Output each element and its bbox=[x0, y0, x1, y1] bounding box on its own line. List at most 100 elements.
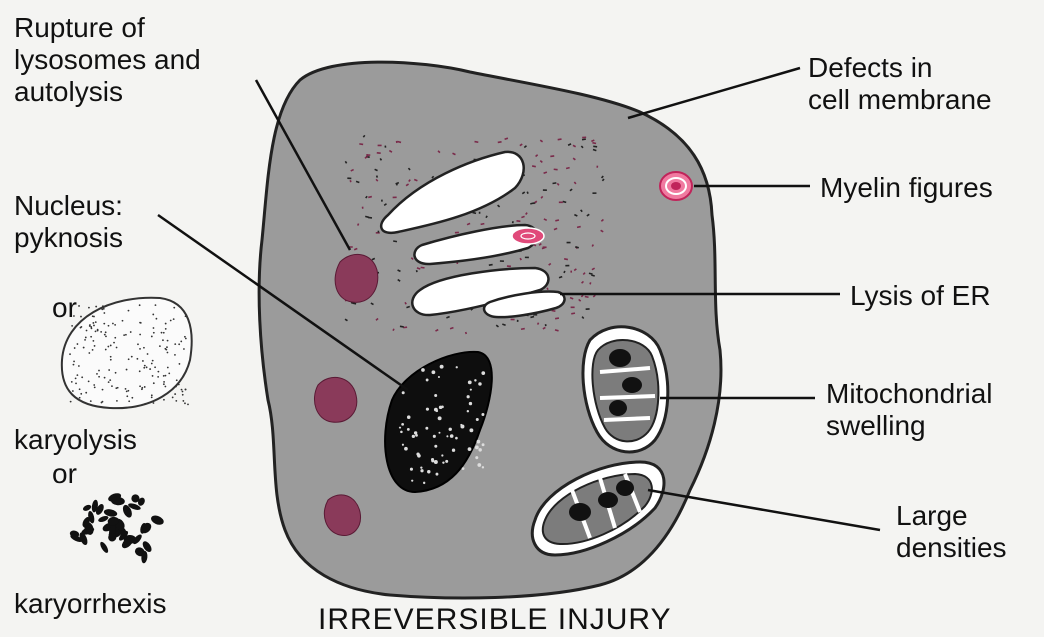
nucleus-dot bbox=[432, 370, 436, 374]
speckle bbox=[489, 265, 493, 266]
stipple-dot bbox=[173, 307, 175, 309]
stipple-dot bbox=[91, 327, 93, 329]
label-rupture: Rupture of lysosomes and autolysis bbox=[14, 12, 201, 108]
label-mito: Mitochondrial swelling bbox=[826, 378, 993, 442]
label-rupture-line3: autolysis bbox=[14, 76, 201, 108]
stipple-dot bbox=[144, 365, 146, 367]
speckle bbox=[590, 282, 591, 284]
stipple-dot bbox=[113, 342, 115, 344]
stipple-dot bbox=[146, 366, 148, 368]
stipple-dot bbox=[105, 349, 107, 351]
stipple-dot bbox=[128, 400, 130, 402]
stipple-dot bbox=[159, 345, 161, 347]
nucleus-dot bbox=[411, 480, 413, 482]
stipple-dot bbox=[167, 340, 169, 342]
stipple-dot bbox=[97, 329, 99, 331]
membrane-myelin-figure bbox=[660, 172, 692, 200]
label-nucleus-line1: Nucleus: bbox=[14, 190, 123, 222]
stipple-dot bbox=[181, 389, 183, 391]
nucleus-dot bbox=[415, 434, 418, 437]
stipple-dot bbox=[100, 331, 102, 333]
speckle bbox=[502, 324, 505, 325]
nucleus-dot bbox=[456, 366, 458, 368]
lysosome-1 bbox=[335, 254, 378, 302]
stipple-dot bbox=[151, 394, 153, 396]
stipple-dot bbox=[165, 328, 167, 330]
label-defects: Defects in cell membrane bbox=[808, 52, 992, 116]
speckle bbox=[356, 181, 359, 182]
nucleus-dot bbox=[401, 423, 404, 426]
stipple-dot bbox=[151, 397, 153, 399]
stipple-dot bbox=[117, 387, 119, 389]
stipple-dot bbox=[142, 360, 144, 362]
speckle bbox=[570, 298, 573, 299]
chromatin-fragment bbox=[97, 515, 109, 524]
speckle bbox=[527, 192, 528, 194]
speckle bbox=[544, 172, 547, 173]
speckle bbox=[521, 216, 524, 217]
stipple-dot bbox=[78, 365, 80, 367]
stipple-dot bbox=[85, 392, 87, 394]
stipple-dot bbox=[143, 367, 145, 369]
stipple-dot bbox=[156, 318, 158, 320]
speckle bbox=[446, 317, 449, 318]
nucleus-dot bbox=[460, 424, 462, 426]
stipple-dot bbox=[74, 347, 76, 349]
nucleus-dot bbox=[417, 454, 421, 458]
stipple-dot bbox=[152, 360, 154, 362]
stipple-dot bbox=[77, 343, 79, 345]
stipple-dot bbox=[166, 346, 168, 348]
nucleus-dot bbox=[425, 427, 428, 430]
stipple-dot bbox=[139, 304, 141, 306]
stipple-dot bbox=[164, 348, 166, 350]
nucleus-dot bbox=[468, 380, 472, 384]
nucleus-dot bbox=[482, 443, 485, 446]
stipple-dot bbox=[149, 368, 151, 370]
stipple-dot bbox=[92, 322, 94, 324]
speckle bbox=[513, 221, 514, 223]
stipple-dot bbox=[101, 402, 103, 404]
stipple-dot bbox=[110, 345, 112, 347]
er-myelin-figure bbox=[512, 228, 544, 244]
stipple-dot bbox=[103, 312, 105, 314]
stipple-dot bbox=[157, 371, 159, 373]
nucleus-dot bbox=[449, 428, 452, 431]
stipple-dot bbox=[109, 379, 111, 381]
nucleus-dot bbox=[481, 413, 484, 416]
stipple-dot bbox=[174, 343, 176, 345]
label-defects-line2: cell membrane bbox=[808, 84, 992, 116]
stipple-dot bbox=[80, 316, 82, 318]
stipple-dot bbox=[115, 372, 117, 374]
speckle bbox=[592, 245, 593, 247]
speckle bbox=[564, 259, 568, 260]
speckle bbox=[486, 216, 487, 218]
stipple-dot bbox=[154, 366, 156, 368]
nucleus-dot bbox=[467, 395, 470, 398]
stipple-dot bbox=[92, 315, 94, 317]
stipple-dot bbox=[75, 377, 77, 379]
stipple-dot bbox=[144, 403, 146, 405]
label-nucleus: Nucleus: pyknosis bbox=[14, 190, 123, 254]
stipple-dot bbox=[92, 340, 94, 342]
nucleus-dot bbox=[426, 408, 429, 411]
nucleus-dot bbox=[438, 416, 442, 420]
speckle bbox=[553, 183, 557, 184]
speckle bbox=[466, 332, 467, 334]
stipple-dot bbox=[116, 400, 118, 402]
stipple-dot bbox=[79, 397, 81, 399]
stipple-dot bbox=[105, 331, 107, 333]
stipple-dot bbox=[182, 400, 184, 402]
stipple-dot bbox=[184, 336, 186, 338]
stipple-dot bbox=[139, 370, 141, 372]
nucleus-dot bbox=[442, 461, 444, 463]
nucleus-dot bbox=[434, 460, 438, 464]
nucleus-dot bbox=[477, 440, 481, 444]
nucleus-dot bbox=[423, 482, 425, 484]
stipple-dot bbox=[110, 359, 112, 361]
nucleus-dot bbox=[426, 379, 429, 382]
stipple-dot bbox=[84, 339, 86, 341]
speckle bbox=[589, 273, 593, 274]
speckle bbox=[421, 267, 425, 268]
nucleus-dot bbox=[434, 445, 437, 448]
stipple-dot bbox=[126, 369, 128, 371]
